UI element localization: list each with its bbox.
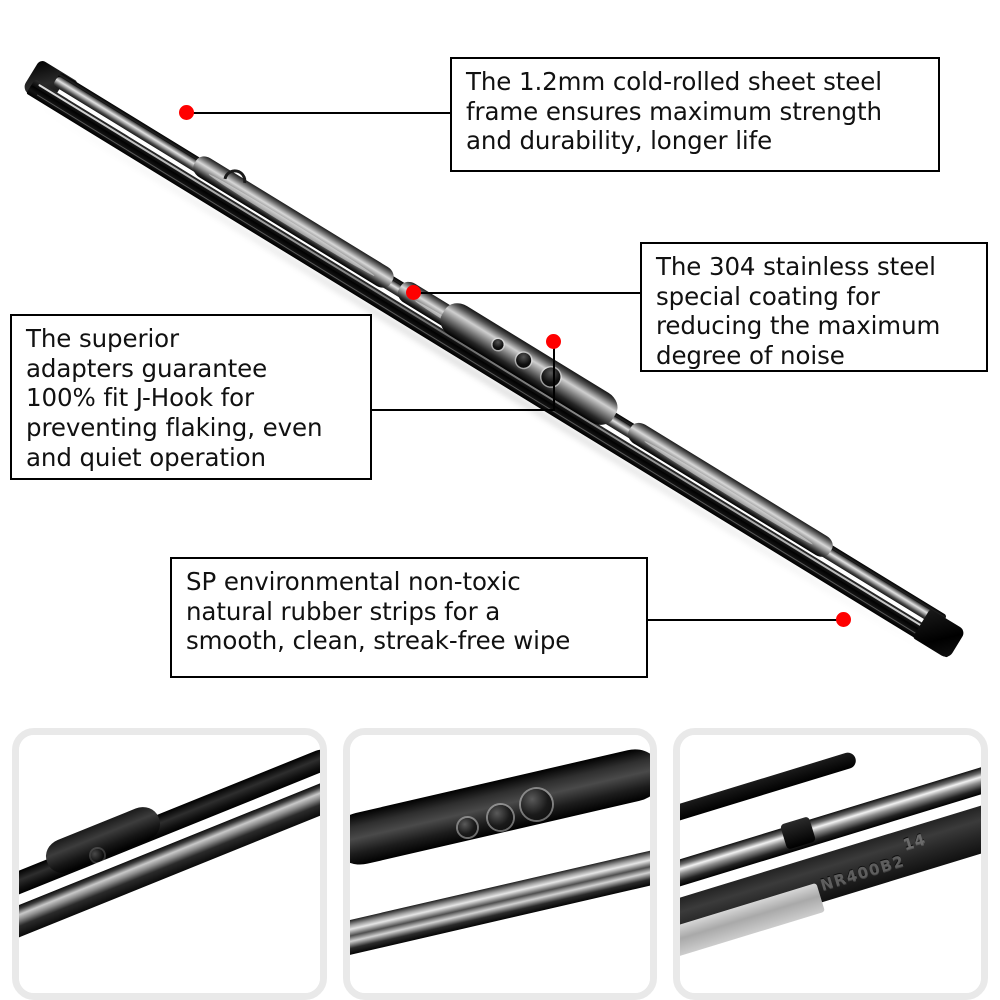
thumbnail-panel-rubber-refill[interactable]: NR400B2 14 xyxy=(673,728,989,1000)
callout-dot-adapter xyxy=(546,334,561,349)
thumbnail-image-frame-adapter xyxy=(19,735,320,993)
callout-text-coating: The 304 stainless steel special coating … xyxy=(656,252,941,370)
callout-text-frame: The 1.2mm cold-rolled sheet steel frame … xyxy=(466,67,882,156)
callout-text-adapter: The superior adapters guarantee 100% fit… xyxy=(26,324,323,472)
leader-line-adapter-horizontal xyxy=(370,409,555,411)
leader-line-coating xyxy=(419,292,642,294)
callout-dot-rubber xyxy=(836,612,851,627)
callout-box-coating: The 304 stainless steel special coating … xyxy=(640,242,988,372)
detail-thumbnail-strip: NR400B2 14 xyxy=(0,728,1000,1000)
adapter-hole xyxy=(513,349,534,371)
leader-line-rubber xyxy=(646,619,847,621)
callout-box-frame: The 1.2mm cold-rolled sheet steel frame … xyxy=(450,57,940,172)
hero-product-image: The 1.2mm cold-rolled sheet steel frame … xyxy=(0,0,1000,710)
callout-box-rubber: SP environmental non-toxic natural rubbe… xyxy=(170,557,648,678)
thumbnail-image-center-bridge xyxy=(349,735,651,993)
leader-line-adapter-vertical xyxy=(553,346,555,410)
leader-line-frame xyxy=(186,112,452,114)
thumbnail-panel-frame-adapter[interactable] xyxy=(12,728,327,1000)
adapter-hole xyxy=(490,336,506,353)
thumbnail-panel-center-bridge[interactable] xyxy=(342,728,658,1000)
thumbnail-image-rubber-refill: NR400B2 14 xyxy=(680,735,982,993)
adapter-hole xyxy=(537,363,565,390)
callout-text-rubber: SP environmental non-toxic natural rubbe… xyxy=(186,567,571,656)
callout-dot-coating xyxy=(406,285,421,300)
thumb2-rubber-rail xyxy=(349,845,651,959)
callout-dot-frame xyxy=(179,105,194,120)
callout-box-adapter: The superior adapters guarantee 100% fit… xyxy=(10,314,372,480)
